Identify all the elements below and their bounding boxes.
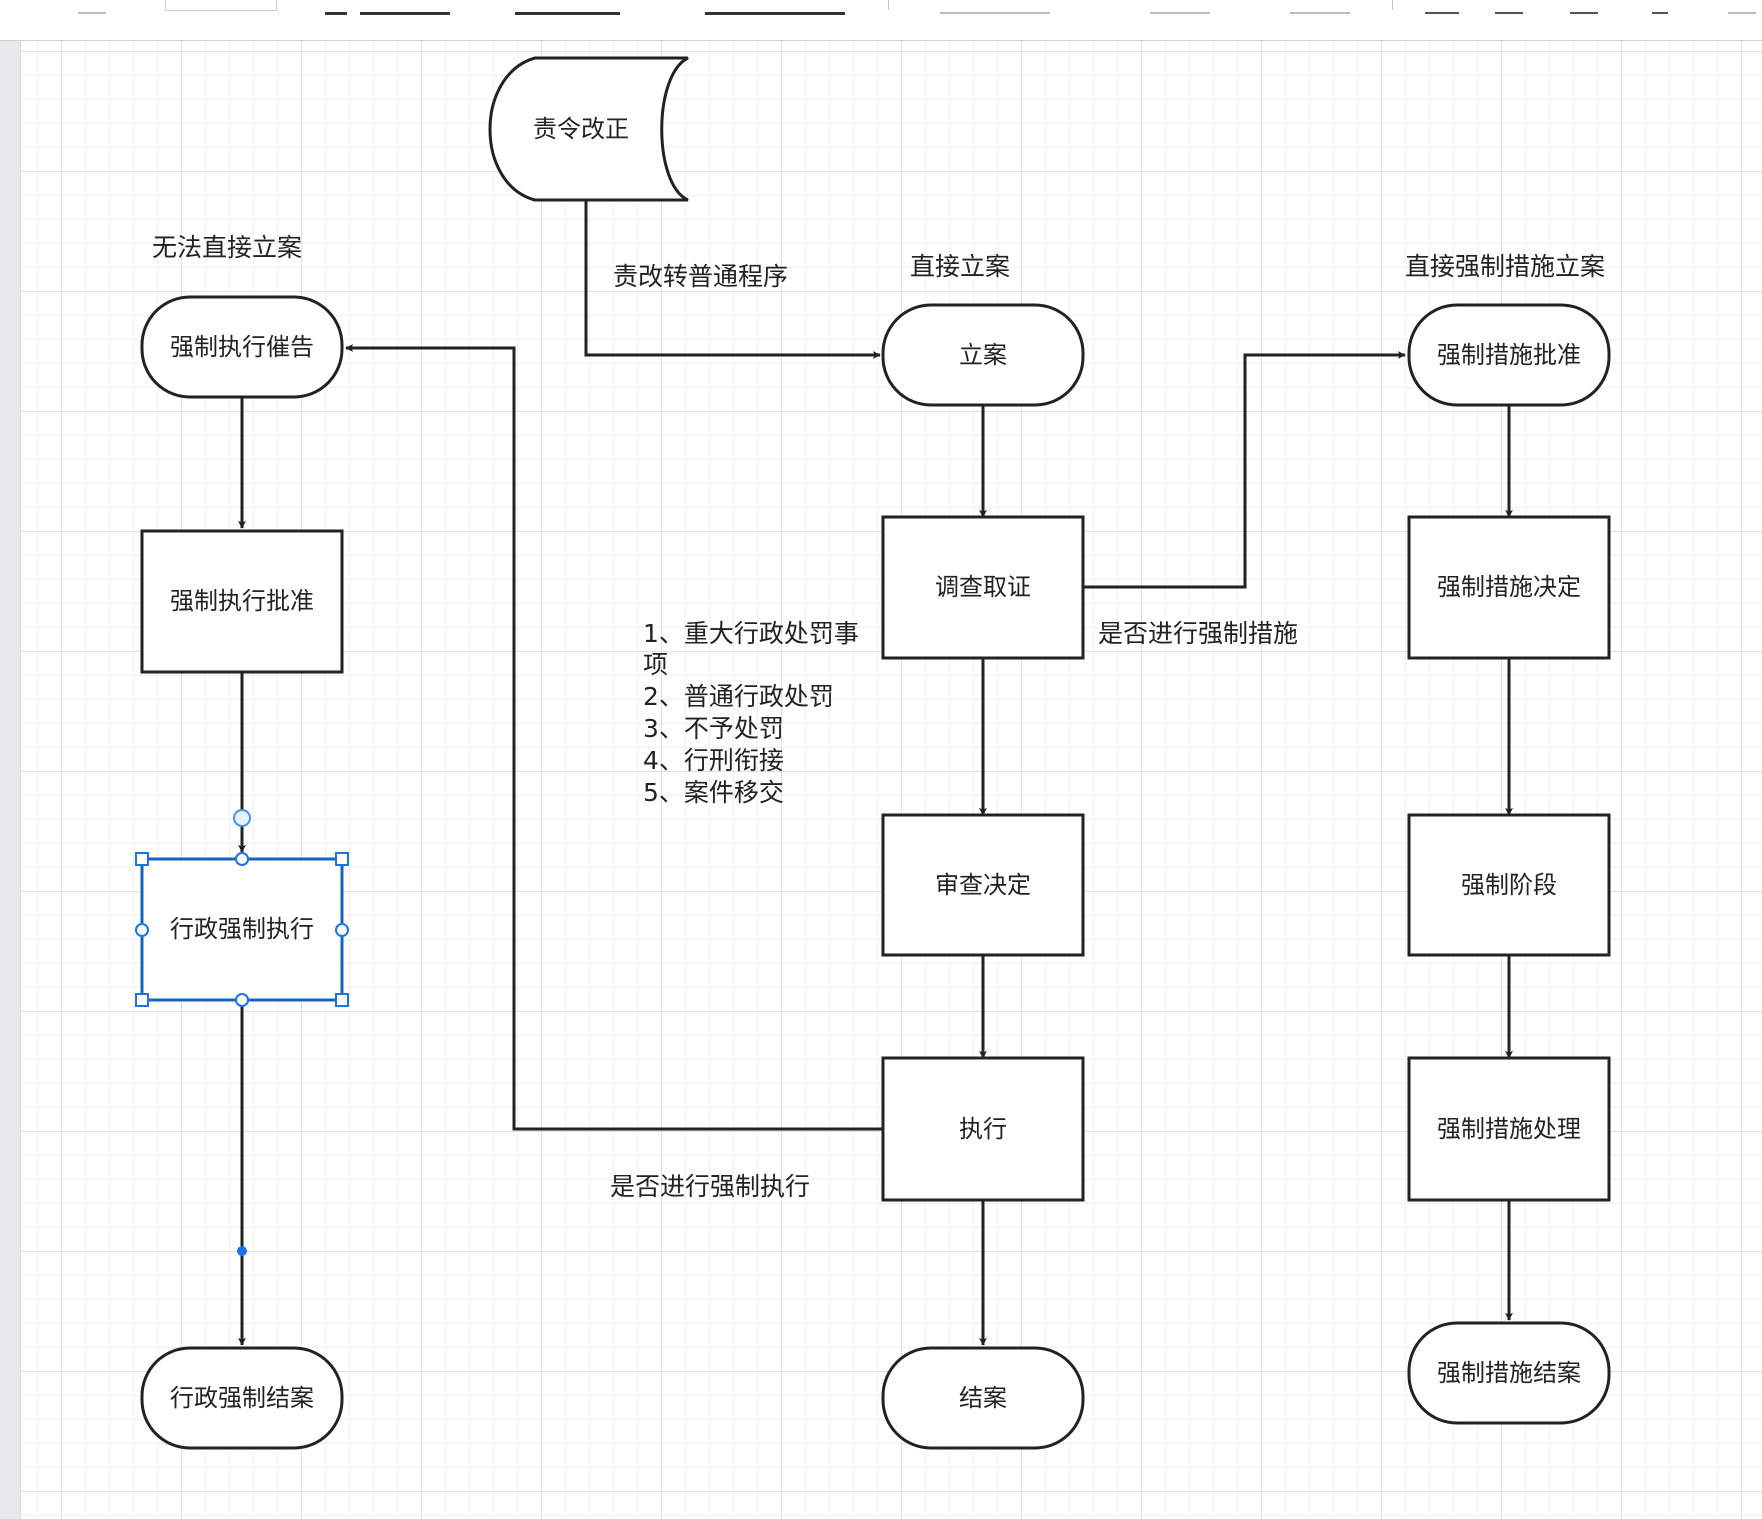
connector-zeling-to-lian[interactable] <box>584 200 881 359</box>
node-jiean-shape[interactable] <box>881 1346 1085 1450</box>
node-qzzx-pizhun-shape[interactable] <box>140 529 344 674</box>
outcome-line: 项 <box>643 650 668 679</box>
toolbar-divider <box>1392 0 1393 10</box>
resize-handle[interactable] <box>335 852 349 866</box>
toolbar-icon[interactable] <box>360 0 450 15</box>
outcomes-list[interactable]: 1、重大行政处罚事 项 2、普通行政处罚 3、不予处罚 4、行刑衔接 5、案件移… <box>643 619 859 807</box>
node-xz-qz-jiean: 行政强制结案 <box>170 1384 314 1412</box>
node-shencha-shape[interactable] <box>881 813 1085 957</box>
node-shencha: 审查决定 <box>935 871 1031 899</box>
label-zegai[interactable]: 责改转普通程序 <box>613 262 788 291</box>
diagram-canvas[interactable] <box>21 41 1762 1519</box>
node-lian: 立案 <box>959 341 1007 369</box>
resize-handle[interactable] <box>335 993 349 1007</box>
node-xz-qz-jiean-shape[interactable] <box>140 1346 344 1450</box>
toolbar-icon[interactable] <box>1150 0 1210 14</box>
font-size-select[interactable] <box>165 0 277 11</box>
toolbar-icon[interactable] <box>1425 0 1459 14</box>
node-diaocha-shape[interactable] <box>881 515 1085 660</box>
connection-point[interactable] <box>235 852 249 866</box>
node-cs-jiean: 强制措施结案 <box>1437 1359 1581 1387</box>
toolbar-icon[interactable] <box>1290 0 1350 14</box>
node-zhixing: 执行 <box>959 1115 1007 1143</box>
node-lian-shape[interactable] <box>881 303 1085 407</box>
resize-handle[interactable] <box>135 852 149 866</box>
connection-point[interactable] <box>135 923 149 937</box>
node-cs-chuli-shape[interactable] <box>1407 1056 1611 1202</box>
node-qz-jieduan: 强制阶段 <box>1461 871 1557 899</box>
node-qz-jieduan-shape[interactable] <box>1407 813 1611 957</box>
selection-handles[interactable] <box>135 809 349 1007</box>
outcome-line: 2、普通行政处罚 <box>643 682 834 711</box>
node-qzzx-cuigao-shape[interactable] <box>140 295 344 399</box>
node-cs-jiean-shape[interactable] <box>1407 1321 1611 1425</box>
node-qzzx-pizhun: 强制执行批准 <box>170 587 314 615</box>
outcome-line: 4、行刑衔接 <box>643 746 784 775</box>
node-qzzx-cuigao: 强制执行催告 <box>170 333 314 361</box>
outcome-line: 1、重大行政处罚事 <box>643 619 859 648</box>
node-cs-jueding-shape[interactable] <box>1407 515 1611 660</box>
node-jiean: 结案 <box>959 1384 1007 1412</box>
toolbar-icon[interactable] <box>78 0 106 14</box>
left-panel-edge <box>0 41 21 1519</box>
node-cs-pizhun-shape[interactable] <box>1407 303 1611 407</box>
connector-midpoint-handle[interactable] <box>237 1246 247 1256</box>
node-cs-chuli: 强制措施处理 <box>1437 1115 1581 1143</box>
node-zhixing-shape[interactable] <box>881 1056 1085 1202</box>
rotate-handle[interactable] <box>233 809 251 827</box>
label-zhijie[interactable]: 直接立案 <box>910 252 1010 281</box>
node-cs-pizhun: 强制措施批准 <box>1437 341 1581 369</box>
connection-point[interactable] <box>235 993 249 1007</box>
outcome-line: 5、案件移交 <box>643 778 784 807</box>
toolbar-icon[interactable] <box>940 0 1050 14</box>
connection-point[interactable] <box>335 923 349 937</box>
toolbar-icon[interactable] <box>1728 0 1756 14</box>
toolbar <box>0 0 1762 41</box>
outcome-line: 3、不予处罚 <box>643 714 784 743</box>
node-diaocha: 调查取证 <box>935 573 1031 601</box>
connector-zhixing-to-cuigao[interactable] <box>345 344 883 1131</box>
label-shifou-cs[interactable]: 是否进行强制措施 <box>1098 619 1298 648</box>
node-cs-jueding: 强制措施决定 <box>1437 573 1581 601</box>
label-shifou-zx[interactable]: 是否进行强制执行 <box>610 1172 810 1201</box>
toolbar-icon[interactable] <box>515 0 620 15</box>
resize-handle[interactable] <box>135 993 149 1007</box>
label-zhijie-cs[interactable]: 直接强制措施立案 <box>1405 252 1605 281</box>
node-xz-qzzx: 行政强制执行 <box>170 915 314 943</box>
toolbar-icon[interactable] <box>705 0 845 15</box>
toolbar-icon[interactable] <box>1570 0 1598 14</box>
toolbar-icon[interactable] <box>1495 0 1523 14</box>
node-zeling: 责令改正 <box>533 115 629 143</box>
connector-diaocha-to-cs-pizhun[interactable] <box>1083 351 1406 589</box>
toolbar-divider <box>888 0 889 10</box>
label-wufa[interactable]: 无法直接立案 <box>152 233 302 262</box>
toolbar-icon[interactable] <box>325 0 347 15</box>
toolbar-icon[interactable] <box>1652 0 1668 14</box>
node-zeling-shape[interactable] <box>488 56 689 202</box>
